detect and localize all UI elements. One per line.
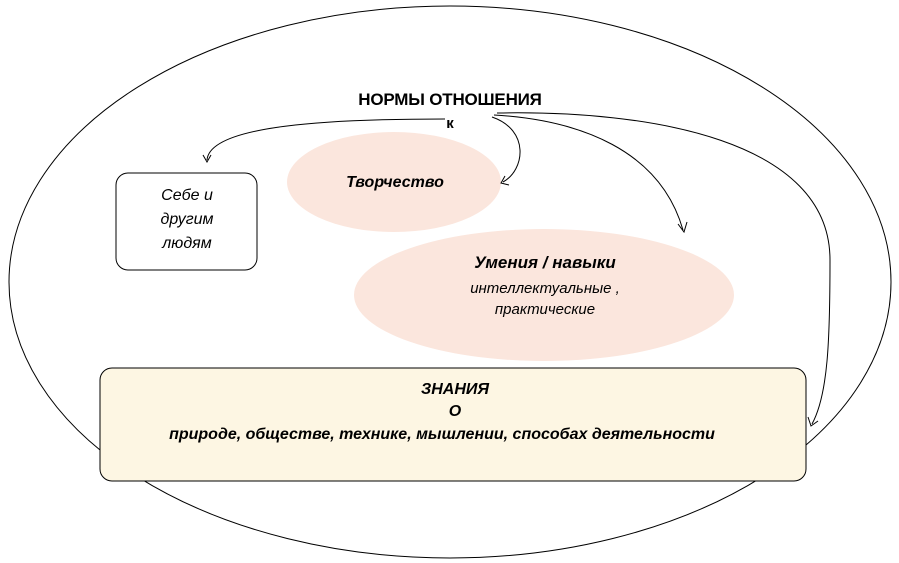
skills-ellipse — [354, 229, 734, 361]
knowledge-line-1: ЗНАНИЯ — [420, 381, 490, 398]
arrowhead-creativity — [500, 175, 510, 186]
outer-ellipse — [8, 5, 892, 559]
skills-title: Умения / навыки — [474, 253, 616, 272]
arrow-to-creativity — [491, 116, 521, 183]
skills-line-1: интеллектуальные , — [470, 280, 620, 297]
self-box — [115, 172, 258, 271]
self-line-3: людям — [162, 235, 212, 252]
arrowhead-self — [202, 154, 212, 164]
creativity-label: Творчество — [346, 174, 444, 191]
knowledge-subjects: природе, обществе, технике, мышлении, сп… — [169, 426, 715, 443]
knowledge-line-2: О — [448, 403, 462, 420]
arrow-to-knowledge — [496, 112, 831, 425]
arrowhead-skills — [677, 221, 688, 234]
skills-line-2: практические — [494, 301, 596, 318]
norms-title: НОРМЫ ОТНОШЕНИЯ — [358, 90, 542, 109]
knowledge-box — [99, 367, 807, 482]
self-node-text: Себе и другим людям — [118, 184, 256, 256]
arrow-to-self — [206, 118, 446, 161]
norms-subtitle: к — [446, 115, 454, 132]
knowledge-title: ЗНАНИЯ О — [300, 379, 610, 423]
skills-subtitle: интеллектуальные , практические — [400, 278, 690, 320]
arrowhead-knowledge — [807, 416, 819, 427]
self-line-1: Себе и — [161, 187, 213, 204]
creativity-ellipse — [287, 132, 501, 232]
arrow-to-skills — [493, 114, 684, 231]
self-line-2: другим — [160, 211, 214, 228]
